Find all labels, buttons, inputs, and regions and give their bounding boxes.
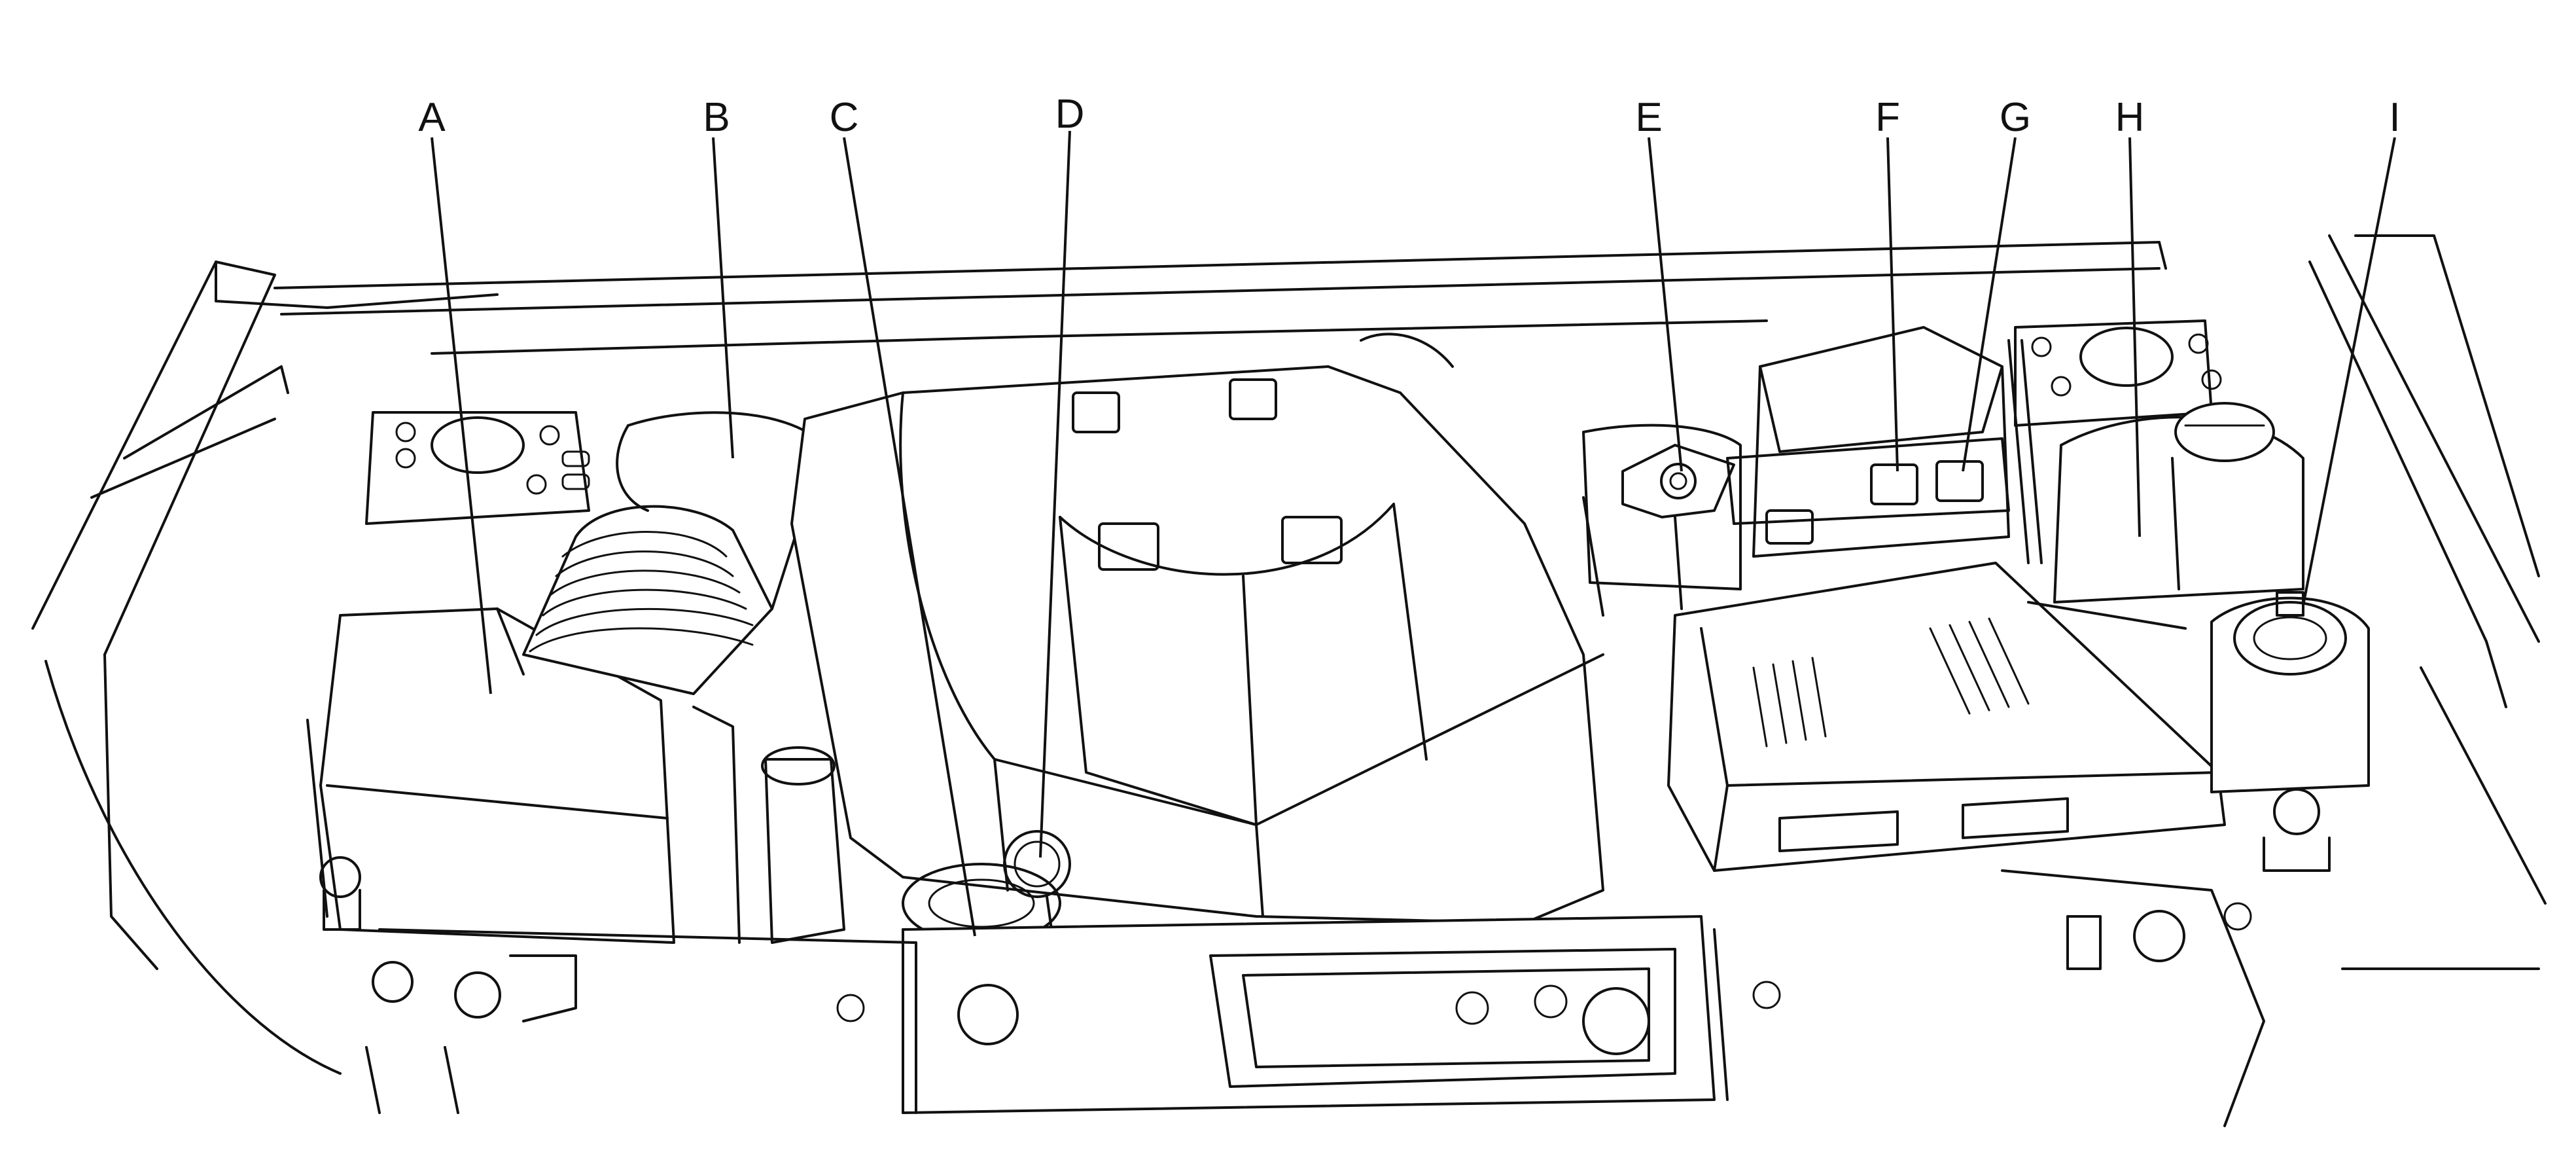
callout-a: A: [418, 95, 446, 140]
air-intake-duct: [522, 411, 826, 695]
radiator-support: [836, 915, 1781, 1114]
callout-f: F: [1875, 95, 1900, 140]
callout-b: B: [703, 95, 730, 140]
leader-lines: [431, 130, 2396, 937]
leader-e: [1648, 137, 1683, 472]
power-steering-reservoir: [1582, 424, 1742, 617]
radiator-left: [365, 928, 917, 1114]
underhood-fuse-block: [1726, 326, 2043, 564]
callout-g: G: [2000, 95, 2031, 140]
callout-c: C: [830, 95, 859, 140]
strut-tower-left: [365, 411, 590, 525]
fender-left: [31, 261, 499, 1075]
washer-fluid-reservoir: [2210, 591, 2370, 793]
right-front-hardware: [2001, 788, 2331, 1127]
battery-vent-left: [1752, 657, 1827, 748]
leader-f: [1886, 137, 1899, 472]
leader-g: [1962, 137, 2017, 472]
strut-tower-right: [2014, 319, 2222, 427]
leader-b: [712, 137, 734, 459]
engine-cover: [790, 333, 1604, 924]
callout-labels: A B C D E F G H I: [418, 92, 2400, 140]
coolant-surge-tank: [2027, 402, 2304, 630]
leader-i: [2302, 137, 2396, 606]
callout-i: I: [2389, 95, 2400, 140]
cowl-panel: [273, 241, 2167, 355]
battery-vent-right: [1929, 617, 2030, 715]
leader-a: [431, 137, 492, 695]
coolant-hose: [692, 706, 845, 944]
leader-d: [1039, 130, 1071, 858]
leader-c: [843, 137, 976, 937]
leader-h: [2128, 137, 2141, 537]
fender-right: [2308, 234, 2547, 970]
callout-e: E: [1635, 95, 1662, 140]
air-cleaner-housing: [306, 607, 675, 944]
callout-h: H: [2115, 95, 2145, 140]
callout-d: D: [1055, 92, 1085, 137]
battery-cover: [1667, 562, 2226, 872]
